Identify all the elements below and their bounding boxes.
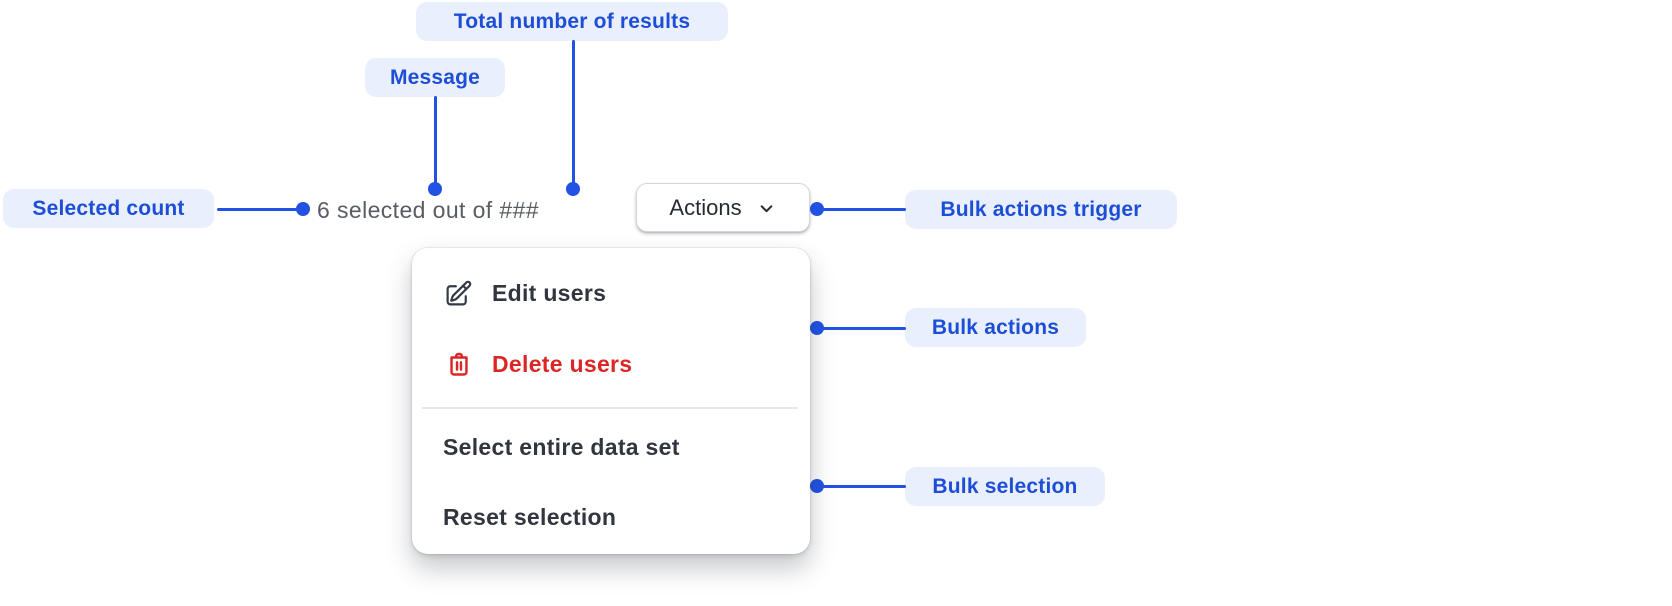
menu-item-label: Delete users	[492, 350, 633, 377]
connector-line-total-results	[572, 40, 575, 186]
menu-divider	[422, 407, 798, 409]
menu-item-delete-users[interactable]: Delete users	[412, 340, 810, 388]
annotation-total-number-of-results: Total number of results	[416, 2, 728, 41]
menu-item-select-entire-data-set[interactable]: Select entire data set	[412, 423, 810, 471]
trash-icon	[444, 350, 473, 378]
annotation-label: Total number of results	[453, 9, 691, 33]
connector-dot-bulk-actions	[810, 321, 824, 335]
connector-line-bulk-actions	[822, 327, 906, 330]
menu-item-label: Edit users	[492, 279, 607, 306]
connector-line-selected-count	[217, 208, 297, 211]
annotation-bulk-selection: Bulk selection	[905, 467, 1105, 506]
chevron-down-icon	[756, 198, 777, 219]
connector-line-bulk-selection	[822, 485, 906, 488]
connector-line-bulk-actions-trigger	[822, 208, 906, 211]
bulk-actions-menu: Edit users Delete users Select entire da…	[412, 248, 810, 554]
connector-dot-bulk-actions-trigger	[810, 202, 824, 216]
annotation-label: Bulk actions trigger	[940, 197, 1142, 221]
menu-item-label: Reset selection	[443, 503, 617, 530]
menu-item-label: Select entire data set	[443, 433, 680, 460]
bulk-actions-trigger-button[interactable]: Actions	[636, 183, 810, 232]
annotation-label: Selected count	[32, 196, 185, 220]
selection-count-message: 6 selected out of ###	[317, 197, 539, 223]
actions-button-label: Actions	[669, 194, 742, 220]
menu-item-reset-selection[interactable]: Reset selection	[412, 493, 810, 541]
annotation-message: Message	[365, 58, 505, 97]
annotation-label: Bulk actions	[931, 315, 1060, 339]
annotation-label: Bulk selection	[932, 474, 1078, 498]
connector-dot-message	[428, 182, 442, 196]
annotation-selected-count: Selected count	[3, 189, 214, 228]
annotation-bulk-actions-trigger: Bulk actions trigger	[905, 190, 1177, 229]
connector-dot-total-results	[566, 182, 580, 196]
connector-dot-selected-count	[296, 202, 310, 216]
annotation-label: Message	[389, 65, 481, 89]
edit-icon	[444, 279, 473, 308]
menu-item-edit-users[interactable]: Edit users	[412, 269, 810, 317]
connector-line-message	[434, 96, 437, 186]
annotation-bulk-actions: Bulk actions	[905, 308, 1086, 347]
connector-dot-bulk-selection	[810, 479, 824, 493]
